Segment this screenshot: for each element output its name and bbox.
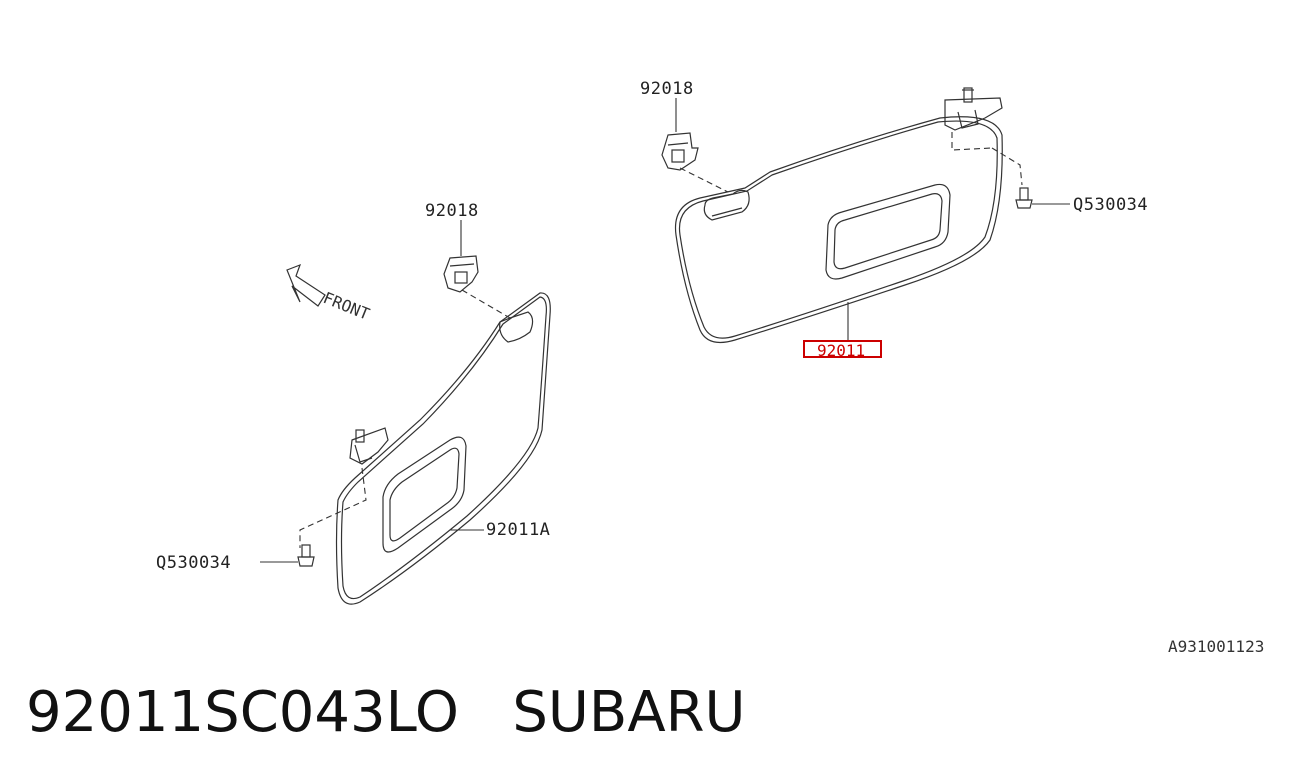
clip-hidden-line-left	[461, 289, 511, 319]
label-screw-left[interactable]: Q530034	[156, 553, 231, 573]
front-label: FRONT	[321, 288, 373, 324]
part-number-caption: 92011SC043LO SUBARU	[26, 680, 746, 745]
label-visor-left[interactable]: 92011A	[486, 520, 550, 540]
clip-left-icon	[443, 255, 479, 293]
reference-code: A931001123	[1168, 637, 1264, 656]
front-arrow-icon	[286, 263, 326, 307]
sun-visor-left[interactable]	[335, 292, 551, 605]
sun-visor-right[interactable]	[674, 116, 1003, 343]
label-screw-right[interactable]: Q530034	[1073, 195, 1148, 215]
screw-left-icon	[297, 544, 315, 567]
highlight-box	[803, 340, 882, 358]
label-clip-upper-right[interactable]: 92018	[640, 79, 694, 99]
visor-hinge-right	[944, 87, 1003, 131]
clip-hidden-line-right	[679, 167, 729, 193]
label-visor-right[interactable]: 92011	[817, 341, 865, 360]
screw-right-icon	[1015, 187, 1033, 209]
hinge-hidden-lines-right	[951, 132, 1023, 186]
hinge-hidden-lines-left	[299, 467, 367, 548]
label-clip-left[interactable]: 92018	[425, 201, 479, 221]
clip-upper-right-icon	[661, 132, 699, 171]
visor-hinge-left	[349, 427, 389, 465]
